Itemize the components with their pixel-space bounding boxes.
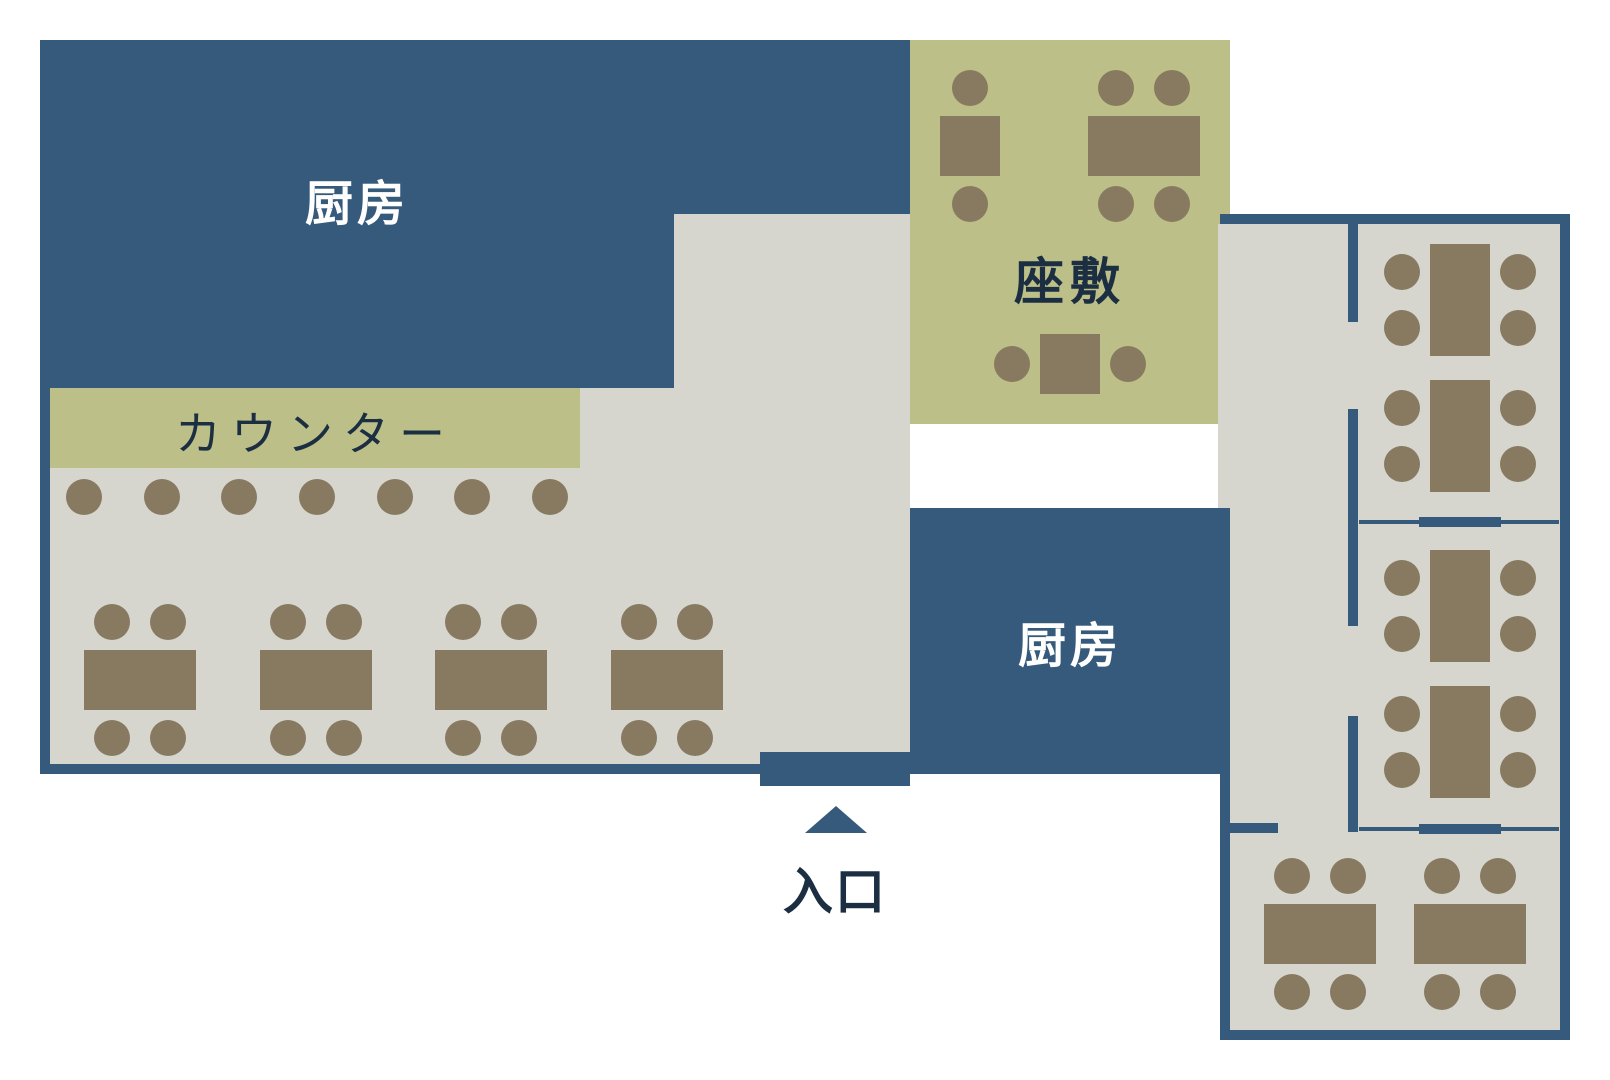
chair[interactable] <box>1480 858 1516 894</box>
chair[interactable] <box>1500 446 1536 482</box>
chair[interactable] <box>621 720 657 756</box>
wing-table-2[interactable] <box>1414 904 1526 964</box>
hall-table-1[interactable] <box>84 650 196 710</box>
booth-table-4[interactable] <box>1430 686 1490 798</box>
chair[interactable] <box>1154 186 1190 222</box>
chair[interactable] <box>445 604 481 640</box>
kitchen-side-ext <box>1218 508 1230 774</box>
counter-stool[interactable] <box>454 479 490 515</box>
chair[interactable] <box>677 720 713 756</box>
booth-divider-door[interactable] <box>1419 517 1501 527</box>
chair[interactable] <box>501 720 537 756</box>
entrance-label: 入口 <box>783 862 887 921</box>
chair[interactable] <box>94 720 130 756</box>
corridor-floor <box>1218 224 1232 508</box>
chair[interactable] <box>1500 254 1536 290</box>
hall-table-3[interactable] <box>435 650 547 710</box>
partition-wall <box>1348 409 1358 626</box>
chair[interactable] <box>326 720 362 756</box>
zashiki-table-3[interactable] <box>1040 334 1100 394</box>
chair[interactable] <box>1384 310 1420 346</box>
chair[interactable] <box>1500 310 1536 346</box>
chair[interactable] <box>1500 390 1536 426</box>
zashiki-label: 座敷 <box>1014 252 1126 311</box>
chair[interactable] <box>94 604 130 640</box>
counter-stool[interactable] <box>532 479 568 515</box>
zashiki-table-1[interactable] <box>940 116 1000 176</box>
chair[interactable] <box>445 720 481 756</box>
chair[interactable] <box>1424 858 1460 894</box>
up-arrow-triangle-icon <box>805 806 867 833</box>
chair[interactable] <box>1384 254 1420 290</box>
kitchen-side: 厨房 <box>910 508 1230 774</box>
chair[interactable] <box>1274 858 1310 894</box>
chair[interactable] <box>1384 560 1420 596</box>
chair[interactable] <box>1384 752 1420 788</box>
chair[interactable] <box>1480 974 1516 1010</box>
wing-table-1[interactable] <box>1264 904 1376 964</box>
booth-divider-door[interactable] <box>1419 824 1501 834</box>
chair[interactable] <box>501 604 537 640</box>
chair[interactable] <box>952 70 988 106</box>
booth-table-3[interactable] <box>1430 550 1490 662</box>
chair[interactable] <box>1098 186 1134 222</box>
chair[interactable] <box>621 604 657 640</box>
kitchen-side-label: 厨房 <box>1017 618 1122 674</box>
counter-label: カウンター <box>175 407 455 461</box>
chair[interactable] <box>1500 752 1536 788</box>
entrance-mat[interactable] <box>760 752 910 786</box>
chair[interactable] <box>150 604 186 640</box>
chair[interactable] <box>1384 696 1420 732</box>
chair[interactable] <box>1384 616 1420 652</box>
chair[interactable] <box>1330 858 1366 894</box>
chair[interactable] <box>1384 390 1420 426</box>
hall-table-4[interactable] <box>611 650 723 710</box>
zashiki-table-2[interactable] <box>1088 116 1200 176</box>
chair[interactable] <box>1274 974 1310 1010</box>
chair[interactable] <box>1424 974 1460 1010</box>
counter-stool[interactable] <box>144 479 180 515</box>
chair[interactable] <box>1384 446 1420 482</box>
counter <box>50 388 580 468</box>
chair[interactable] <box>994 346 1030 382</box>
wall-stub <box>1230 823 1278 833</box>
partition-wall <box>1348 224 1358 322</box>
booth-table-1[interactable] <box>1430 244 1490 356</box>
kitchen-main-label: 厨房 <box>304 176 409 232</box>
kitchen-main: 厨房 <box>40 40 674 388</box>
chair[interactable] <box>270 720 306 756</box>
chair[interactable] <box>1500 560 1536 596</box>
counter-stool[interactable] <box>66 479 102 515</box>
counter-stool[interactable] <box>221 479 257 515</box>
chair[interactable] <box>150 720 186 756</box>
chair[interactable] <box>1500 696 1536 732</box>
chair[interactable] <box>1500 616 1536 652</box>
booth-table-2[interactable] <box>1430 380 1490 492</box>
chair[interactable] <box>1154 70 1190 106</box>
chair[interactable] <box>952 186 988 222</box>
chair[interactable] <box>1110 346 1146 382</box>
chair[interactable] <box>326 604 362 640</box>
chair[interactable] <box>270 604 306 640</box>
counter-stool[interactable] <box>299 479 335 515</box>
chair[interactable] <box>677 604 713 640</box>
chair[interactable] <box>1098 70 1134 106</box>
hall-table-2[interactable] <box>260 650 372 710</box>
chair[interactable] <box>1330 974 1366 1010</box>
partition-wall <box>1348 716 1358 832</box>
counter-stool[interactable] <box>377 479 413 515</box>
